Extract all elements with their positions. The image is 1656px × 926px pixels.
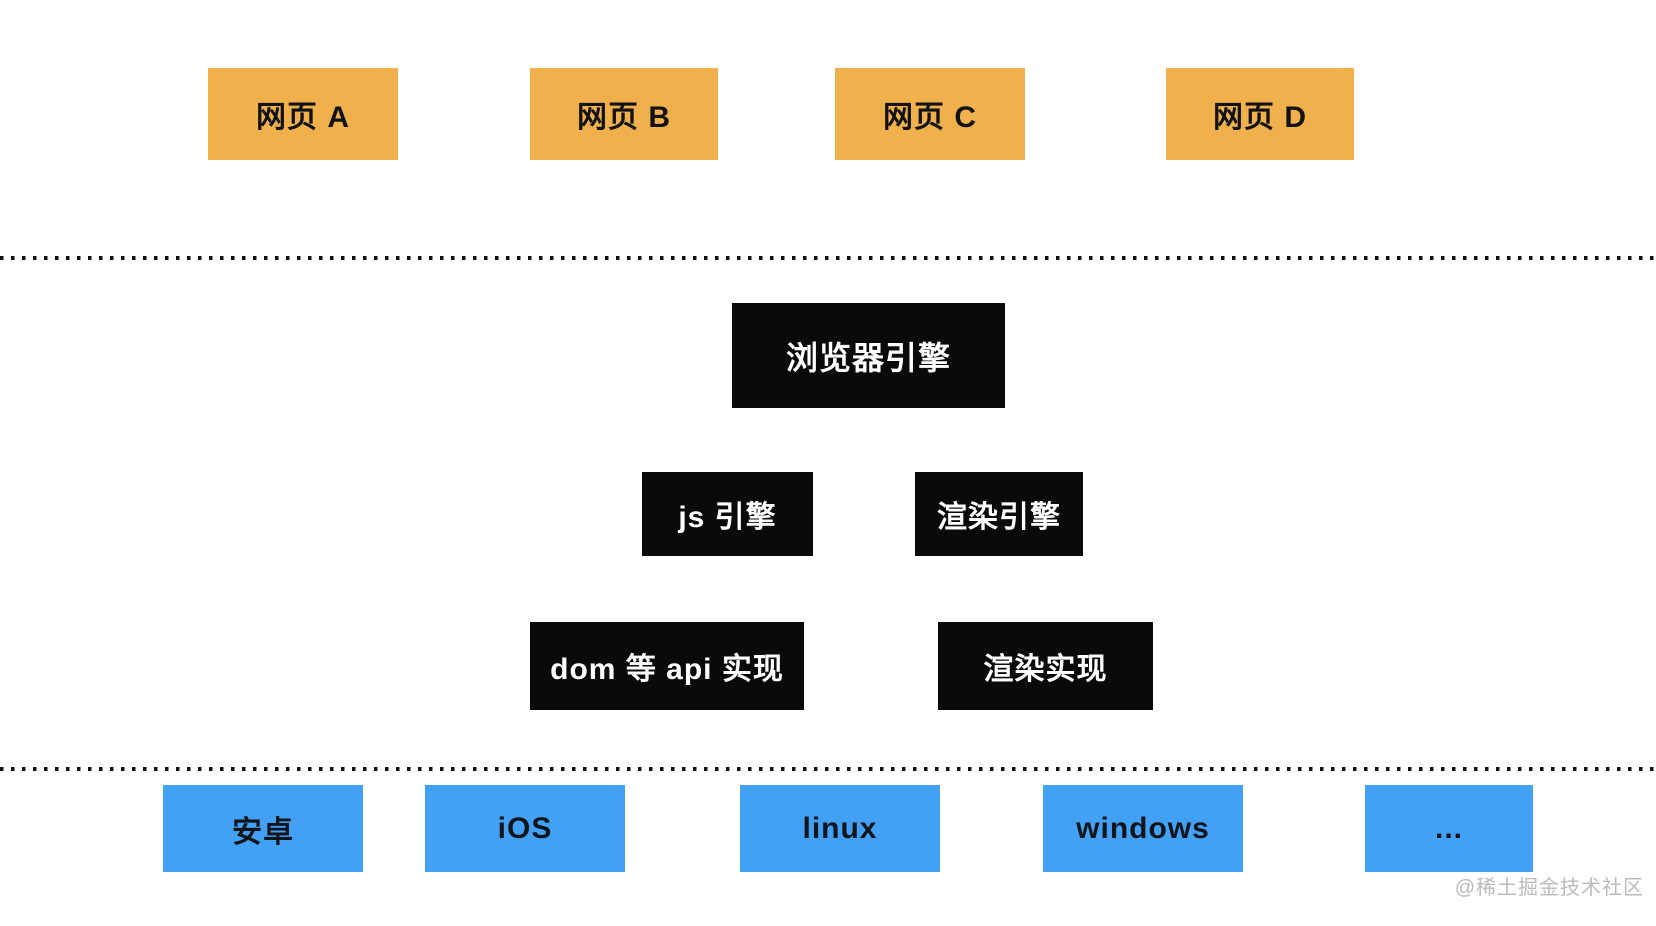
diagram-node-webpage-b: 网页 B (530, 68, 718, 160)
diagram-node-platform-linux: linux (740, 785, 940, 872)
dotted-separator-bottom (0, 767, 1656, 771)
diagram-node-webpage-c: 网页 C (835, 68, 1025, 160)
diagram-node-webpage-d: 网页 D (1166, 68, 1354, 160)
diagram-node-render-implementation: 渲染实现 (938, 622, 1153, 710)
watermark-juejin-community: @稀土掘金技术社区 (1454, 877, 1644, 899)
diagram-node-platform-windows: windows (1043, 785, 1243, 872)
diagram-node-dom-api-implementation: dom 等 api 实现 (530, 622, 804, 710)
diagram-node-platform-more: ... (1365, 785, 1533, 872)
dotted-separator-top (0, 256, 1656, 260)
diagram-node-render-engine: 渲染引擎 (915, 472, 1083, 556)
diagram-node-js-engine: js 引擎 (642, 472, 813, 556)
diagram-node-webpage-a: 网页 A (208, 68, 398, 160)
diagram-node-platform-android: 安卓 (163, 785, 363, 872)
diagram-node-platform-ios: iOS (425, 785, 625, 872)
diagram-node-browser-engine: 浏览器引擎 (732, 303, 1005, 408)
